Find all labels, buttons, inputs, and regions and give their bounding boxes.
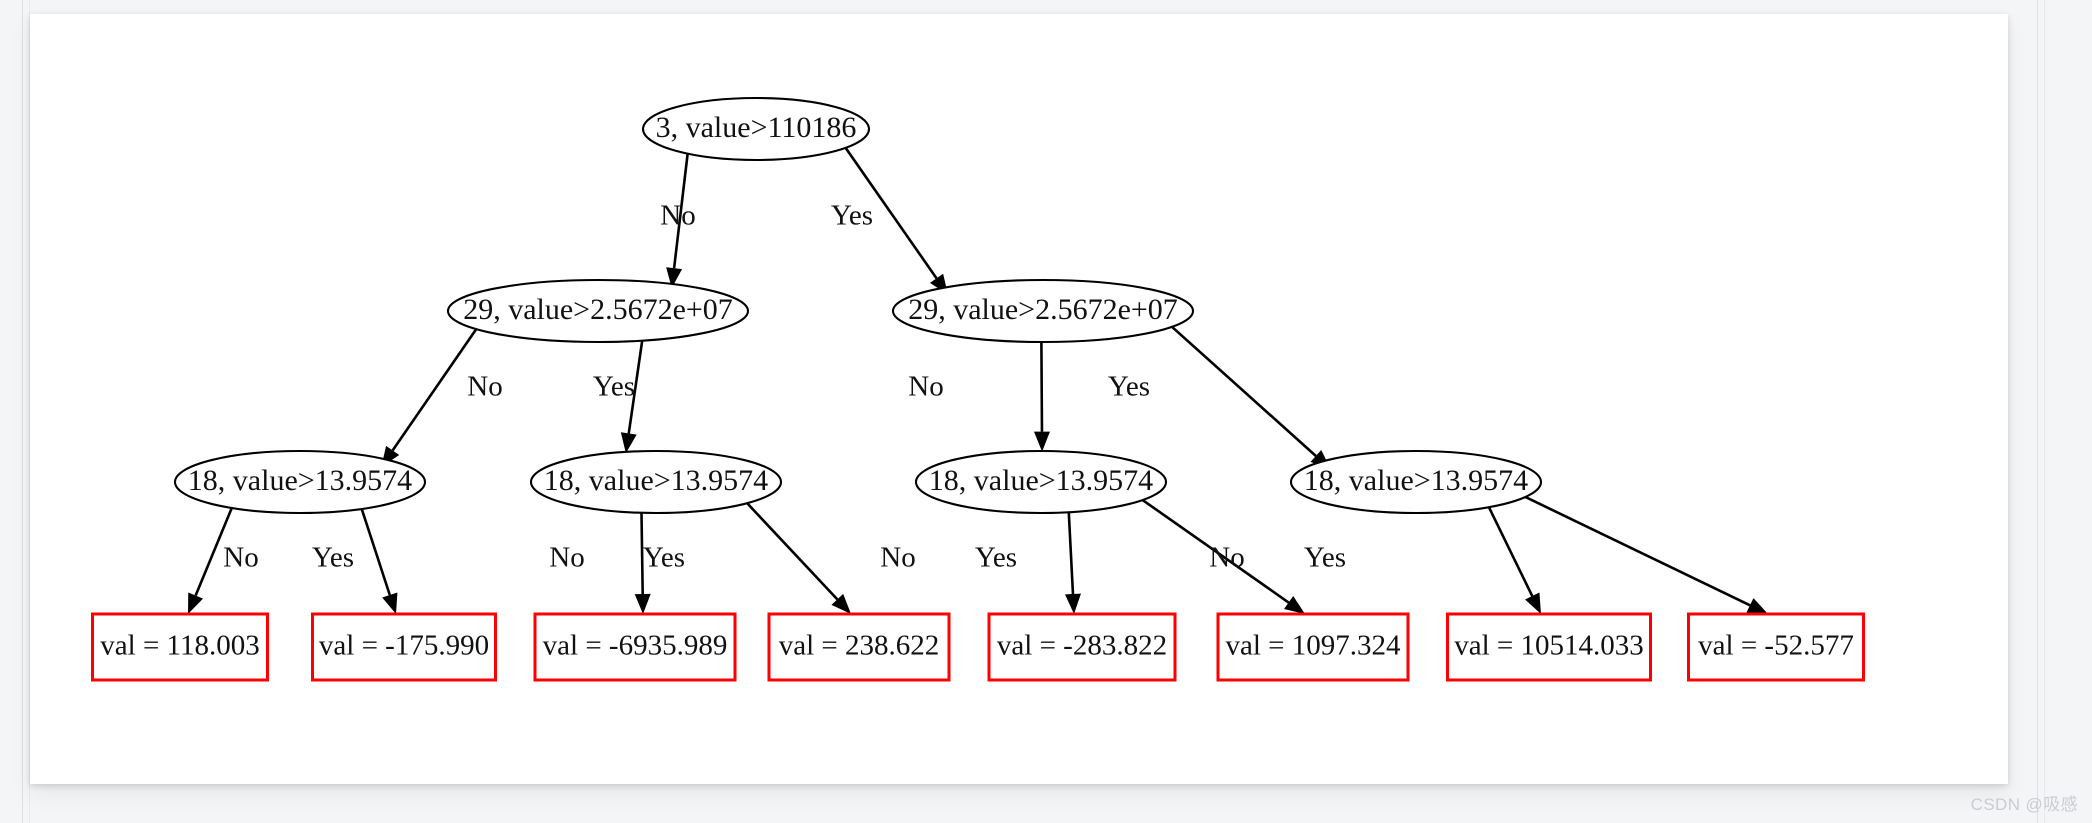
leaf-node[interactable]: val = -52.577 [1687, 612, 1865, 682]
leaf-node-label: val = 118.003 [100, 630, 259, 662]
decision-node-label: 18, value>13.9574 [544, 464, 768, 497]
leaf-node-box [1687, 612, 1865, 682]
edge-label-no: No [660, 200, 695, 232]
decision-node-label: 29, value>2.5672e+07 [463, 293, 733, 326]
tree-edge-arrowhead [1284, 595, 1305, 614]
decision-node-shape [914, 449, 1168, 515]
edge-label-yes: Yes [975, 542, 1017, 574]
decision-node[interactable]: 29, value>2.5672e+07 [891, 278, 1195, 344]
tree-edge [1040, 341, 1044, 432]
tree-edge [1487, 505, 1534, 597]
decision-node-label: 18, value>13.9574 [1304, 464, 1528, 497]
leaf-node-label: val = -52.577 [1698, 630, 1854, 662]
tree-edge [627, 339, 644, 434]
leaf-node[interactable]: val = 10514.033 [1446, 612, 1652, 682]
csdn-watermark: CSDN @吸感 [1970, 795, 2078, 814]
tree-edge [1167, 322, 1317, 457]
leaf-node-box [767, 612, 951, 682]
leaf-node[interactable]: val = 118.003 [91, 612, 269, 682]
edge-label-no: No [1209, 542, 1244, 574]
tree-edge [640, 512, 645, 595]
diagram-card: 3, value>110186 29, value>2.5672e+07 29, v… [30, 14, 2008, 784]
tree-edge-arrowhead [1064, 593, 1081, 614]
decision-node-shape [1289, 449, 1543, 515]
tree-edge-arrowhead [831, 593, 851, 614]
leaf-node-box [1216, 612, 1410, 682]
edge-label-no: No [880, 542, 915, 574]
leaf-node-label: val = -6935.989 [543, 630, 728, 662]
leaf-node[interactable]: val = 238.622 [767, 612, 951, 682]
decision-node[interactable]: 18, value>13.9574 [173, 449, 427, 515]
tree-nodes-layer: 3, value>110186 29, value>2.5672e+07 29, v… [91, 96, 1865, 682]
tree-edge-arrowhead [1525, 592, 1541, 614]
leaf-node[interactable]: val = -6935.989 [533, 612, 737, 682]
leaf-node-box [311, 612, 497, 682]
decision-node-shape [891, 278, 1195, 344]
decision-node-shape [446, 278, 750, 344]
left-rule-divider-2 [29, 0, 30, 823]
edge-label-yes: Yes [643, 542, 685, 574]
leaf-node-label: val = 238.622 [779, 630, 940, 662]
edge-label-no: No [223, 542, 258, 574]
edge-label-yes: Yes [312, 542, 354, 574]
decision-node[interactable]: 3, value>110186 [641, 96, 871, 162]
decision-node[interactable]: 18, value>13.9574 [1289, 449, 1543, 515]
edge-label-yes: Yes [1304, 542, 1346, 574]
decision-node-shape [641, 96, 871, 162]
tree-edge-arrowhead [634, 593, 651, 614]
tree-edge [744, 500, 839, 601]
tree-edge-arrowhead [1033, 431, 1050, 452]
tree-edge-arrowhead [188, 592, 204, 614]
decision-node-label: 29, value>2.5672e+07 [908, 293, 1178, 326]
leaf-node-box [533, 612, 737, 682]
tree-edge [842, 144, 938, 280]
decision-tree-canvas: 3, value>110186 29, value>2.5672e+07 29, v… [91, 96, 1865, 682]
edge-label-yes: Yes [1108, 371, 1150, 403]
decision-node-shape [529, 449, 783, 515]
leaf-node-label: val = -175.990 [319, 630, 489, 662]
decision-node-shape [173, 449, 427, 515]
decision-node-label: 3, value>110186 [656, 111, 857, 144]
tree-edges-layer [188, 144, 1768, 614]
decision-node[interactable]: 29, value>2.5672e+07 [446, 278, 750, 344]
leaf-node[interactable]: val = 1097.324 [1216, 612, 1410, 682]
left-rule-divider [22, 0, 23, 823]
decision-node[interactable]: 18, value>13.9574 [529, 449, 783, 515]
leaf-node-label: val = 10514.033 [1454, 630, 1644, 662]
leaf-node[interactable]: val = -283.822 [987, 612, 1177, 682]
leaf-node-box [1446, 612, 1652, 682]
decision-node-label: 18, value>13.9574 [188, 464, 412, 497]
edge-label-yes: Yes [831, 200, 873, 232]
edge-label-no: No [908, 371, 943, 403]
tree-edge [194, 506, 234, 597]
edge-label-no: No [549, 542, 584, 574]
tree-edge [1067, 511, 1075, 595]
leaf-node-label: val = -283.822 [997, 630, 1167, 662]
tree-edge [1138, 496, 1290, 604]
tree-edge-arrowhead [620, 432, 637, 454]
right-rule-divider [2037, 0, 2038, 823]
tree-edge [672, 151, 690, 269]
edge-label-no: No [467, 371, 502, 403]
leaf-node-label: val = 1097.324 [1225, 630, 1401, 662]
leaf-node[interactable]: val = -175.990 [311, 612, 497, 682]
leaf-node-box [987, 612, 1177, 682]
right-rule-divider-2 [2044, 0, 2045, 823]
decision-node[interactable]: 18, value>13.9574 [914, 449, 1168, 515]
tree-edge-arrowhead [1746, 598, 1768, 614]
tree-edge [1519, 493, 1751, 607]
tree-edge [360, 507, 392, 596]
tree-edge-arrowhead [382, 592, 398, 614]
tree-edge [391, 325, 480, 452]
tree-edge-arrowhead [666, 267, 683, 289]
decision-node-label: 18, value>13.9574 [929, 464, 1153, 497]
leaf-node-box [91, 612, 269, 682]
edge-label-yes: Yes [593, 371, 635, 403]
